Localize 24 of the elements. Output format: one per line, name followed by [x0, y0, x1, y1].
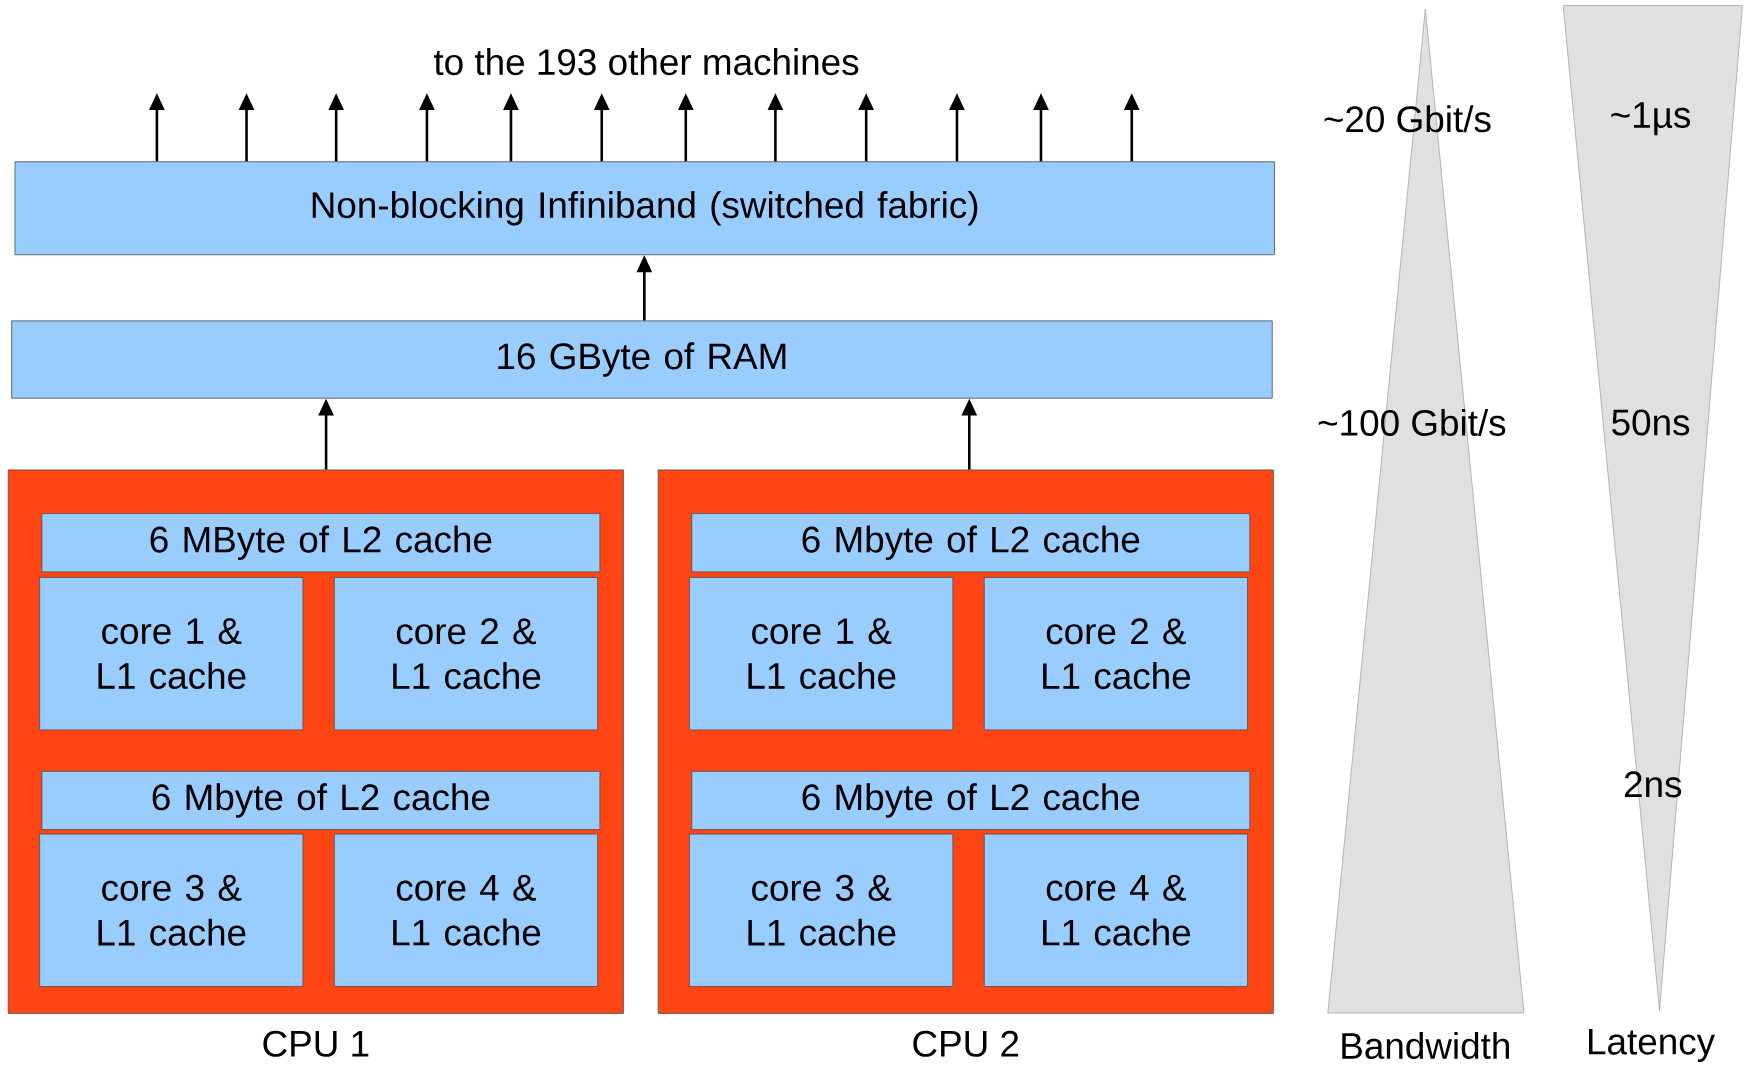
- cpu-label: CPU 1: [263, 1030, 369, 1057]
- axis-title: Bandwidth: [1342, 1031, 1509, 1059]
- core-box: core 3 & L1 cache: [39, 833, 304, 987]
- core-box: core 4 & L1 cache: [983, 833, 1248, 987]
- core-box: core 1 & L1 cache: [39, 577, 304, 731]
- bandwidth-value: ~20 Gbit/s: [1324, 105, 1491, 133]
- cache-bar: 6 Mbyte of L2 cache: [691, 513, 1251, 573]
- bandwidth-value: ~100 Gbit/s: [1318, 408, 1506, 436]
- cache-bar: 6 Mbyte of L2 cache: [41, 770, 601, 830]
- core-box: core 3 & L1 cache: [689, 833, 954, 987]
- axis-title: Latency: [1589, 1028, 1716, 1062]
- cache-bar: 6 MByte of L2 cache: [41, 513, 601, 573]
- latency-value: 2ns: [1624, 771, 1682, 798]
- memory-bar: 16 GByte of RAM: [11, 320, 1273, 399]
- latency-value: ~1µs: [1611, 102, 1691, 136]
- core-box: core 4 & L1 cache: [333, 833, 599, 987]
- core-box: core 1 & L1 cache: [689, 577, 954, 731]
- cpu-label: CPU 2: [913, 1030, 1019, 1057]
- core-box: core 2 & L1 cache: [983, 577, 1248, 731]
- cache-bar: 6 Mbyte of L2 cache: [691, 770, 1251, 830]
- latency-value: 50ns: [1612, 409, 1690, 436]
- core-box: core 2 & L1 cache: [333, 577, 599, 731]
- caption: to the 193 other machines: [434, 48, 859, 76]
- memory-bar: Non-blocking Infiniband (switched fabric): [14, 161, 1275, 256]
